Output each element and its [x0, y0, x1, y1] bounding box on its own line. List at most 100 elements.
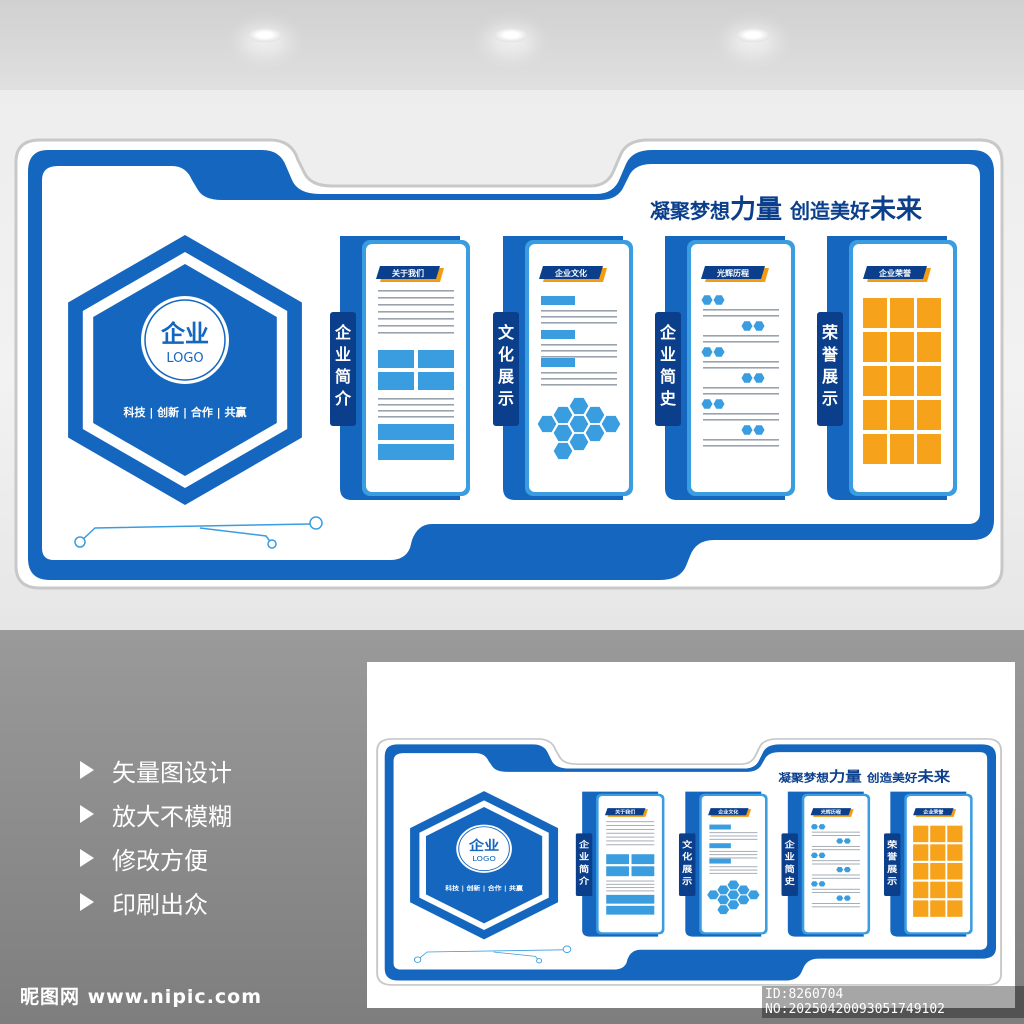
- text-line: [703, 341, 779, 343]
- honor-certificate: [890, 434, 914, 464]
- circuit-node: [413, 956, 422, 963]
- image-block: [378, 372, 414, 390]
- heading-bar: [709, 843, 731, 849]
- text-line: [703, 387, 779, 389]
- image-block: [606, 854, 629, 865]
- panel-tab: [539, 266, 603, 279]
- panel-tab-label: 关于我们: [392, 268, 424, 278]
- timeline-node: [836, 838, 844, 844]
- text-line: [703, 439, 779, 441]
- text-line: [703, 413, 779, 415]
- image-block: [631, 854, 655, 865]
- panel-tab: [376, 266, 440, 279]
- text-line: [811, 863, 860, 865]
- logo-sub-text: LOGO: [472, 854, 496, 862]
- panel-side-char: 化: [498, 345, 514, 364]
- ceiling: [0, 0, 1024, 90]
- text-line: [703, 315, 779, 317]
- circuit-node: [562, 945, 572, 953]
- slogan-part: 力量: [829, 768, 863, 786]
- honor-certificate: [947, 900, 963, 917]
- timeline-node: [713, 295, 725, 305]
- text-line: [709, 835, 758, 837]
- heading-bar: [541, 296, 575, 305]
- text-line: [378, 311, 454, 313]
- hexagon-cell: [706, 889, 720, 900]
- text-line: [811, 903, 860, 904]
- panel-side-char: 展: [887, 864, 898, 874]
- text-line: [378, 416, 454, 418]
- honor-certificate: [913, 900, 929, 917]
- honor-certificate: [863, 366, 887, 396]
- panel-tab: [604, 808, 646, 816]
- feature-item: 修改方便: [80, 836, 232, 880]
- timeline-node: [713, 399, 725, 409]
- triangle-bullet-icon: [80, 849, 94, 867]
- honor-certificate: [890, 366, 914, 396]
- logo-tagline: 科技 | 创新 | 合作 | 共赢: [123, 405, 246, 419]
- text-line: [606, 890, 655, 892]
- panel-side-char: 荣: [886, 839, 898, 850]
- panel-side-char: 简: [660, 367, 676, 386]
- logo-main-text: 企业: [161, 320, 209, 348]
- panel-side-char: 企: [334, 323, 352, 342]
- text-line: [378, 318, 454, 320]
- slogan-part: 创造美好: [866, 772, 918, 785]
- timeline-node: [713, 347, 725, 357]
- timeline-node: [741, 321, 753, 331]
- timeline-node: [810, 824, 818, 830]
- circuit-line: [417, 949, 564, 960]
- text-line: [703, 309, 779, 311]
- text-line: [811, 877, 860, 879]
- text-line: [378, 332, 454, 334]
- honor-certificate: [863, 434, 887, 464]
- text-line: [811, 892, 860, 893]
- honor-certificate: [947, 881, 963, 899]
- panel-side-char: 介: [578, 876, 590, 887]
- honor-certificate: [863, 298, 887, 328]
- timeline-node: [843, 895, 851, 901]
- text-line: [703, 393, 779, 395]
- panel-tab-label: 光辉历程: [716, 268, 749, 278]
- panel-tab: [810, 808, 852, 816]
- text-line: [606, 844, 655, 846]
- text-line: [606, 821, 655, 823]
- timeline-node: [753, 425, 765, 435]
- circuit-node: [74, 536, 86, 548]
- hexagon-cell: [568, 432, 590, 452]
- hexagon-cell: [552, 441, 574, 461]
- text-line: [709, 872, 758, 874]
- panel-side-label-bg: [575, 833, 593, 896]
- panel-tab-label: 企业荣誉: [922, 809, 944, 815]
- timeline-node: [753, 373, 765, 383]
- panel-tab: [708, 808, 749, 816]
- hexagon-cell: [736, 894, 751, 905]
- panel-tab-label: 企业荣誉: [878, 268, 912, 278]
- logo-circle-ring: [144, 299, 226, 381]
- panel-side-char: 示: [822, 389, 838, 408]
- text-line: [378, 297, 454, 299]
- text-line: [541, 350, 617, 352]
- timeline-node: [836, 895, 844, 901]
- hexagon-cell: [726, 899, 741, 910]
- panel-side-char: 业: [579, 851, 590, 862]
- text-line: [541, 372, 617, 374]
- slogan-text: 凝聚梦想力量创造美好未来: [650, 195, 923, 225]
- hexagon-cell: [600, 414, 622, 434]
- timeline-node: [701, 295, 713, 305]
- timeline-node: [701, 347, 713, 357]
- timeline-node: [810, 881, 818, 887]
- panel-side-label-bg: [884, 833, 901, 896]
- panel-tab: [913, 808, 954, 816]
- image-block: [606, 866, 629, 877]
- honor-certificate: [890, 332, 914, 362]
- panel-side-char: 史: [785, 876, 796, 887]
- panel-side-char: 誉: [821, 345, 839, 364]
- text-line: [709, 869, 758, 871]
- honor-certificate: [863, 400, 887, 430]
- triangle-bullet-icon: [80, 805, 94, 823]
